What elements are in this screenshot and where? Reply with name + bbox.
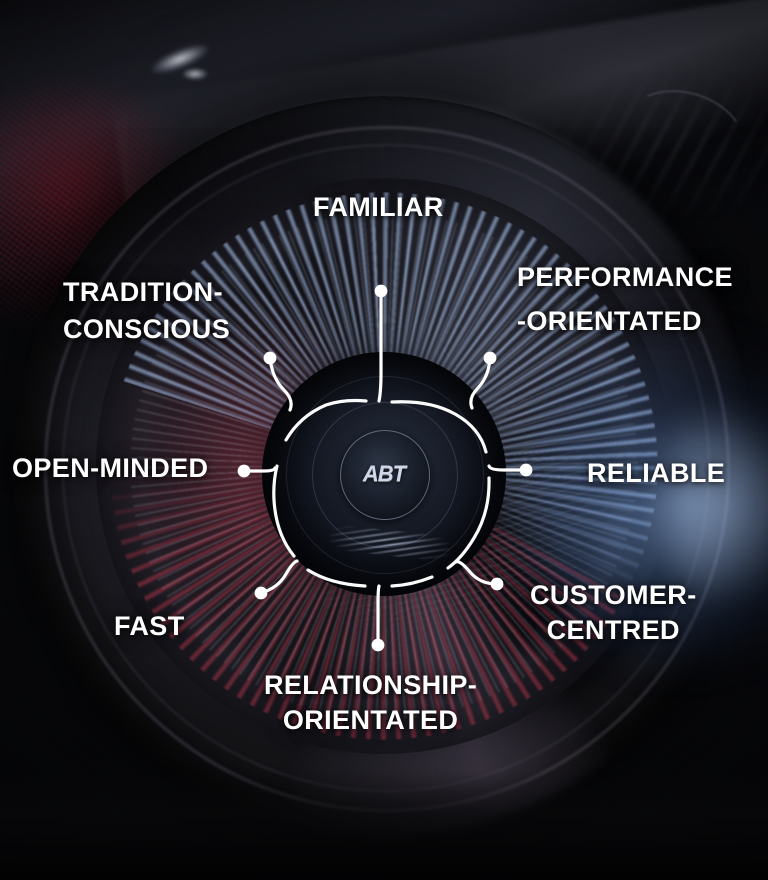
value-label-performance-line2: -ORIENTATED (517, 305, 702, 336)
ring-arc-bottom-left (306, 568, 367, 588)
stem-familiar (377, 289, 383, 403)
stem-tradition (268, 356, 293, 412)
value-label-performance: PERFORMANCE -ORIENTATED (517, 260, 733, 338)
value-label-fast: FAST (114, 609, 185, 644)
value-label-relationship-line2: ORIENTATED (282, 704, 459, 735)
node-reliable (519, 463, 533, 477)
stem-reliable (487, 464, 528, 472)
stem-openminded (242, 466, 277, 473)
node-fast (254, 586, 268, 600)
value-label-reliable: RELIABLE (587, 456, 725, 491)
node-familiar (374, 284, 388, 298)
value-label-customer-line2: CENTRED (546, 614, 680, 645)
value-label-relationship-orientated: RELATIONSHIP- ORIENTATED (264, 668, 477, 737)
connector-nodes (237, 284, 533, 652)
value-label-familiar: FAMILIAR (313, 190, 444, 225)
node-openminded (237, 464, 251, 478)
value-label-tradition-conscious: TRADITION- CONSCIOUS (63, 275, 230, 346)
value-label-fast-line1: FAST (114, 611, 185, 641)
value-label-tradition-line2: CONSCIOUS (63, 313, 231, 344)
value-label-customer-line1: CUSTOMER- (530, 580, 697, 610)
ring-arc-bottom-right (390, 575, 434, 588)
value-label-tradition-line1: TRADITION- (63, 277, 223, 307)
value-label-open-minded: OPEN-MINDED (12, 451, 208, 486)
value-label-customer-centred: CUSTOMER- CENTRED (530, 578, 697, 647)
node-tradition (263, 351, 277, 365)
value-label-openminded-line1: OPEN-MINDED (12, 453, 209, 483)
stem-fast (259, 559, 299, 595)
value-label-relationship-line1: RELATIONSHIP- (264, 670, 478, 700)
stem-relationship (376, 584, 381, 647)
node-customer (490, 577, 504, 591)
node-relationship (371, 638, 385, 652)
node-performance (483, 351, 497, 365)
stem-performance (469, 356, 492, 410)
value-label-familiar-line1: FAMILIAR (313, 192, 444, 222)
value-label-reliable-line1: RELIABLE (587, 458, 726, 488)
value-label-performance-line1: PERFORMANCE (517, 262, 733, 292)
stem-customer (454, 560, 499, 586)
ring-arc-top-right (390, 400, 488, 454)
ring-arc-top-left (284, 398, 368, 442)
ring-arc-right (446, 476, 491, 570)
ring-arc-left (272, 464, 296, 558)
